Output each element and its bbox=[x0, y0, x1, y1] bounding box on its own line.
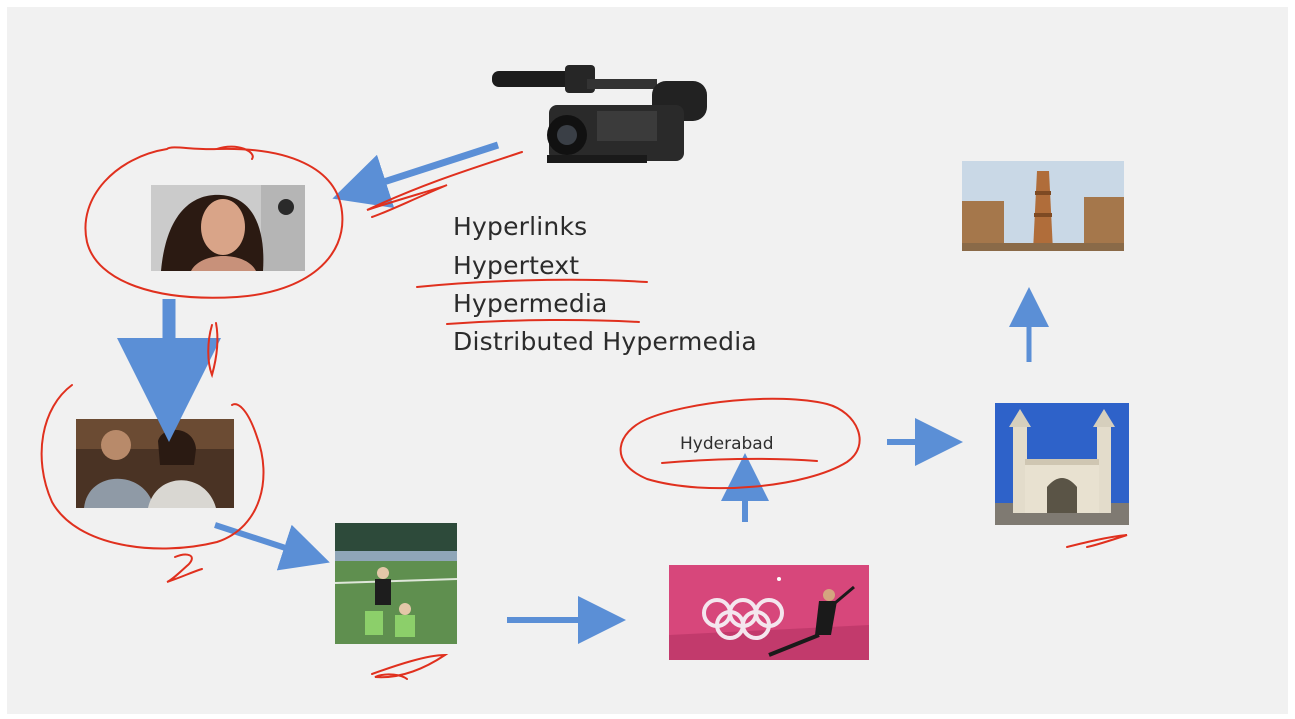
sports-photo bbox=[335, 523, 457, 644]
arrow-group-to-sports bbox=[214, 522, 330, 571]
annotation-underline-hypermedia bbox=[446, 318, 640, 325]
concept-hypermedia: Hypermedia bbox=[453, 289, 608, 318]
hyderabad-label: Hyderabad bbox=[680, 434, 774, 454]
annotation-number-3 bbox=[371, 653, 449, 680]
concept-hypertext: Hypertext bbox=[453, 251, 580, 280]
annotation-number-4 bbox=[1066, 534, 1128, 548]
video-camera-icon bbox=[487, 63, 722, 167]
arrow-camera-to-portrait bbox=[332, 141, 500, 209]
badminton-olympics-photo bbox=[669, 565, 869, 660]
slide-canvas: Hyperlinks Hypertext Hypermedia Distribu… bbox=[7, 7, 1288, 714]
qutub-minar-photo bbox=[962, 161, 1124, 251]
concept-distributed-hypermedia: Distributed Hypermedia bbox=[453, 327, 757, 356]
annotation-number-1 bbox=[207, 322, 219, 379]
concept-hyperlinks: Hyperlinks bbox=[453, 212, 588, 241]
portrait-photo bbox=[151, 185, 305, 271]
annotation-circle-portrait-tail bbox=[216, 145, 254, 160]
charminar-photo bbox=[995, 403, 1129, 525]
annotation-underline-hyderabad bbox=[661, 457, 818, 464]
annotation-underline-hypertext bbox=[416, 278, 648, 288]
group-photo bbox=[76, 419, 234, 508]
annotation-number-2 bbox=[166, 553, 203, 583]
